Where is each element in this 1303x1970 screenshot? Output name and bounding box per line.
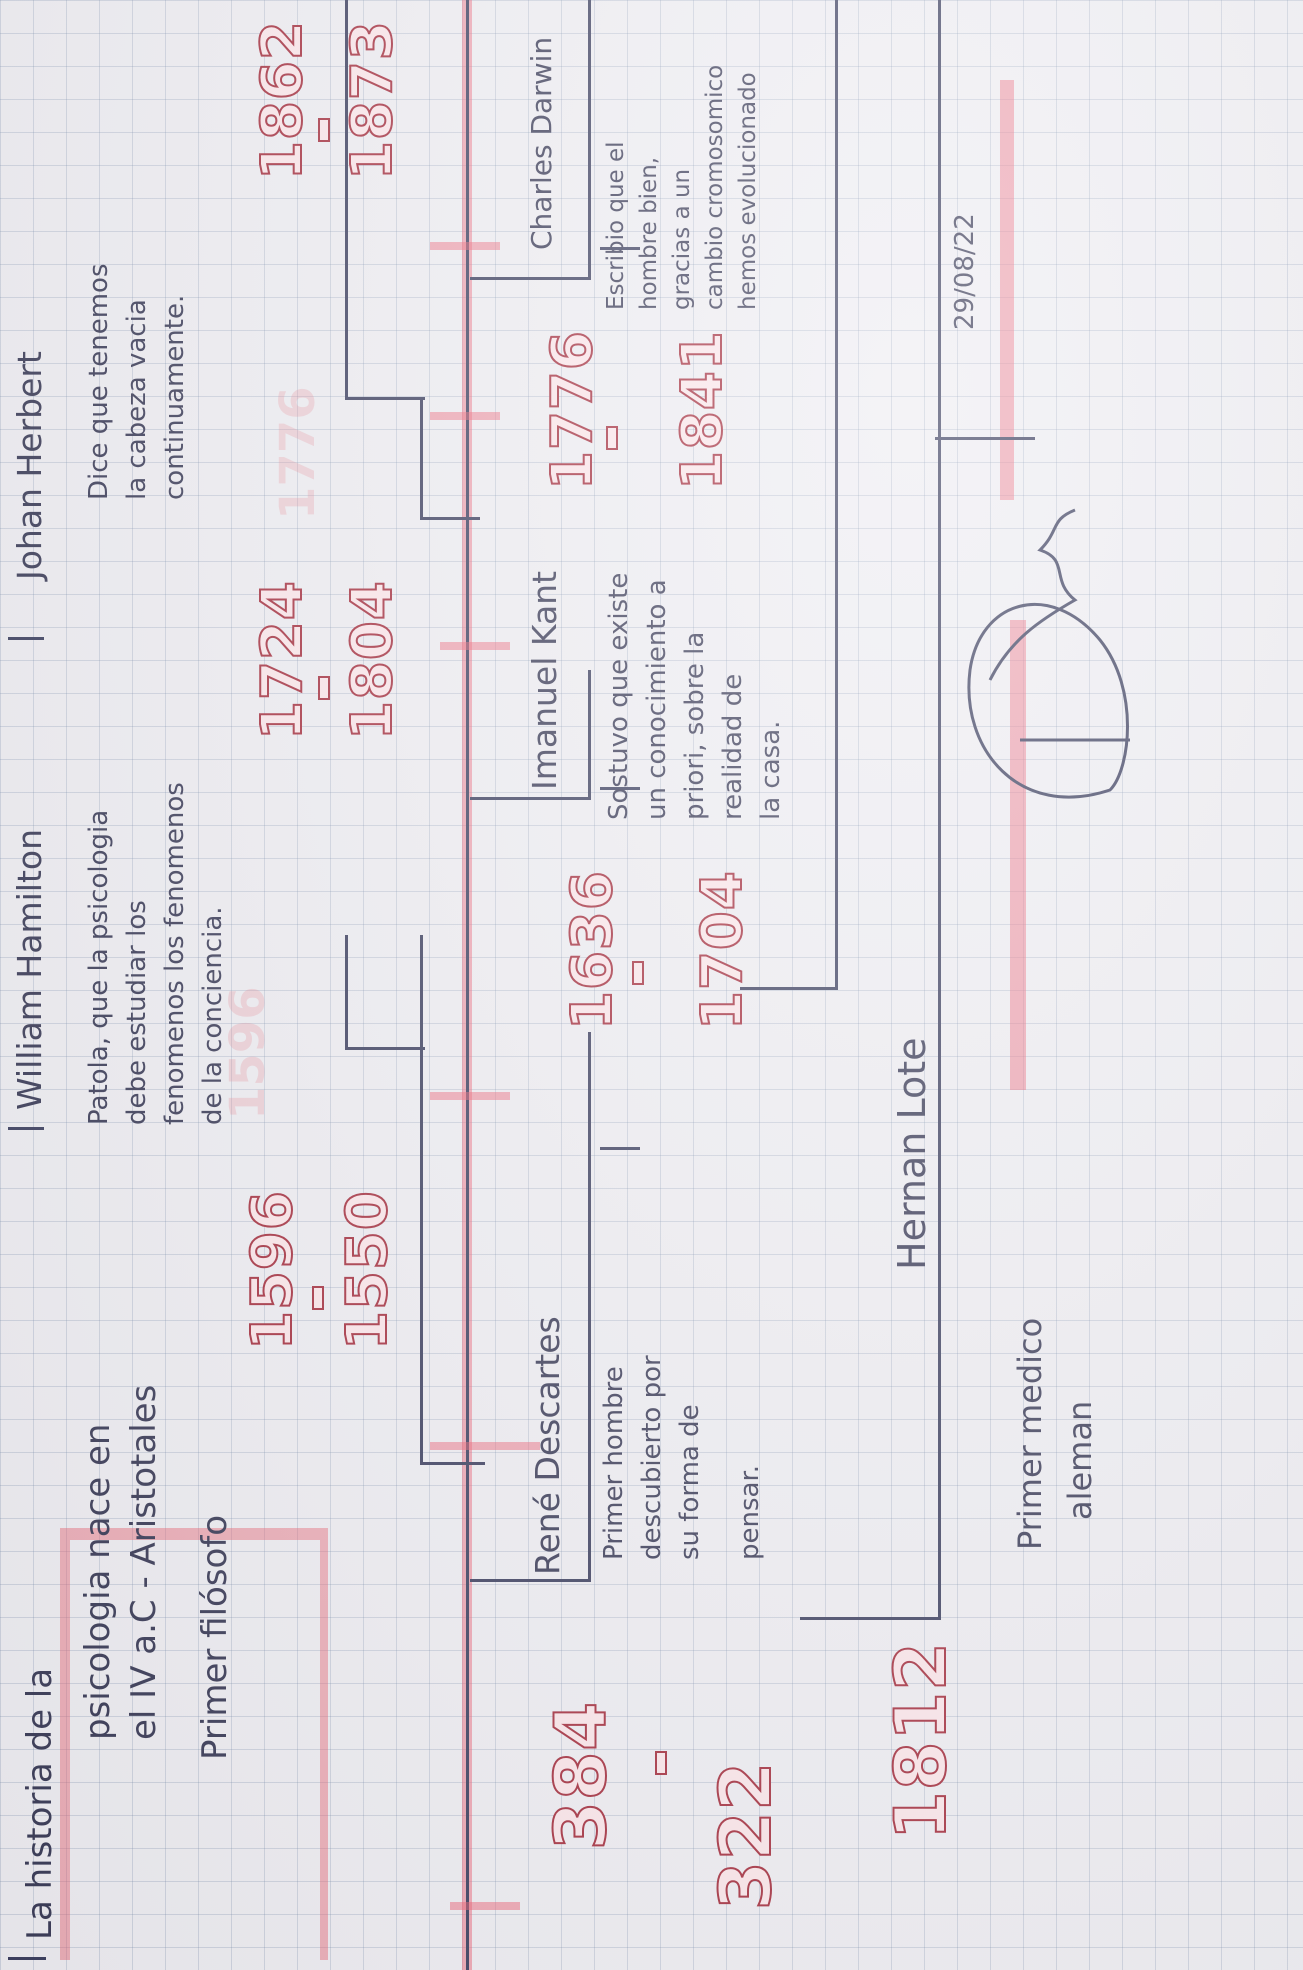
year-lote: 1812	[880, 1641, 962, 1840]
kant-name: Imanuel Kant	[525, 571, 564, 790]
herbert-note-line: continuamente.	[156, 264, 194, 501]
lote-note-line: aleman	[1055, 1318, 1105, 1520]
kant-note: Sostuvo que existe un conocimiento a pri…	[600, 573, 790, 820]
tick-herbert	[430, 412, 500, 420]
hamilton-note-line: debe estudiar los	[118, 782, 156, 1125]
year-dash	[655, 1751, 667, 1775]
year-kant-from: 1724	[250, 580, 315, 740]
bracket-descartes	[470, 1579, 590, 1582]
tick-aristoteles	[450, 1902, 520, 1910]
year-descartes-to: 1704	[690, 870, 755, 1030]
tick-hamilton	[430, 1442, 540, 1450]
darwin-note-line: hombre bien,	[633, 65, 666, 310]
hamilton-note-line: Patola, que la psicologia	[80, 782, 118, 1125]
year-hamilton-from: 1596	[240, 1190, 305, 1350]
bracket-lote	[835, 0, 838, 990]
lote-name: Hernan Lote	[890, 1038, 934, 1270]
year-dash	[632, 961, 644, 985]
descartes-note-line: su forma de	[671, 1355, 709, 1560]
darwin-note-line: cambio cromosomico	[699, 65, 732, 310]
year-darwin-to: 1873	[340, 20, 405, 180]
herbert-name: Johan Herbert	[10, 351, 49, 580]
hamilton-note: Patola, que la psicologia debe estudiar …	[80, 782, 232, 1125]
year-hamilton-to: 1550	[335, 1190, 400, 1350]
lote-note-line: Primer medico	[1005, 1318, 1055, 1550]
kant-note-line: Sostuvo que existe	[600, 573, 638, 820]
year-herbert-from: 1776	[540, 330, 605, 490]
descartes-note: Primer hombre descubierto por su forma d…	[595, 1355, 769, 1560]
bracket-herbert	[420, 517, 480, 520]
descartes-note-line: descubierto por	[633, 1355, 671, 1560]
signature-date: 29/08/22	[950, 213, 980, 330]
herbert-note: Dice que tenemos la cabeza vacia continu…	[80, 264, 194, 501]
note-bar	[8, 1957, 46, 1960]
bracket-hamilton	[420, 1462, 485, 1465]
main-axis-ink	[466, 0, 469, 1970]
intro-line-4: Primer filósofo	[195, 1515, 235, 1760]
bracket-darwin	[588, 0, 591, 280]
year-aristoteles-to: 322	[705, 1761, 787, 1910]
signature	[900, 470, 1160, 830]
bracket-lote	[800, 1617, 940, 1620]
kant-note-line: un conocimiento a	[638, 573, 676, 820]
hamilton-name: William Hamilton	[10, 829, 49, 1110]
bracket-lote	[935, 437, 1035, 440]
darwin-note-line: hemos evolucionado	[732, 65, 765, 310]
kant-note-line: realidad de	[714, 573, 752, 820]
bracket-hamilton	[420, 935, 423, 1465]
bracket-descartes	[588, 1032, 591, 1582]
bracket-herbert	[345, 397, 425, 400]
year-dash	[318, 118, 330, 142]
year-darwin-from: 1862	[250, 20, 315, 180]
intro-line-2: psicologia nace en	[78, 1424, 118, 1740]
bracket-kant	[588, 670, 591, 800]
hamilton-note-line: fenomenos los fenomenos	[156, 782, 194, 1125]
darwin-note: Escribio que el hombre bien, gracias a u…	[600, 65, 765, 310]
darwin-name: Charles Darwin	[525, 37, 558, 250]
erased-year-ghost: 1776	[270, 386, 326, 520]
note-bar	[600, 1147, 640, 1150]
note-bar	[8, 637, 44, 640]
tick-kant	[440, 642, 510, 650]
intro-line-1: La historia de la	[20, 1668, 60, 1940]
descartes-note-line: pensar.	[731, 1355, 769, 1560]
note-bar	[8, 1127, 44, 1130]
bracket-herbert	[420, 400, 423, 520]
year-descartes-from: 1636	[560, 870, 625, 1030]
kant-note-line: priori, sobre la	[676, 573, 714, 820]
tick-darwin	[430, 242, 500, 250]
intro-line-3: el IV a.C - Aristotales	[124, 1385, 164, 1740]
bracket-hamilton	[345, 935, 348, 1050]
erased-year-ghost: 1596	[220, 986, 276, 1120]
herbert-note-line: Dice que tenemos	[80, 264, 118, 501]
bracket-hamilton	[345, 1047, 425, 1050]
year-dash	[312, 1286, 324, 1310]
bracket-kant	[470, 797, 590, 800]
year-dash	[606, 426, 618, 450]
year-aristoteles-from: 384	[540, 1701, 622, 1850]
herbert-note-line: la cabeza vacia	[118, 264, 156, 501]
kant-note-line: la casa.	[752, 573, 790, 820]
year-kant-to: 1804	[340, 580, 405, 740]
darwin-note-line: gracias a un	[666, 65, 699, 310]
year-herbert-to: 1841	[670, 330, 735, 490]
tick-descartes	[430, 1092, 510, 1100]
bracket-darwin	[470, 277, 590, 280]
lote-note: Primer medico aleman	[1005, 1318, 1105, 1550]
darwin-note-line: Escribio que el	[600, 65, 633, 310]
descartes-name: René Descartes	[528, 1316, 567, 1575]
year-dash	[318, 676, 330, 700]
descartes-note-line: Primer hombre	[595, 1355, 633, 1560]
